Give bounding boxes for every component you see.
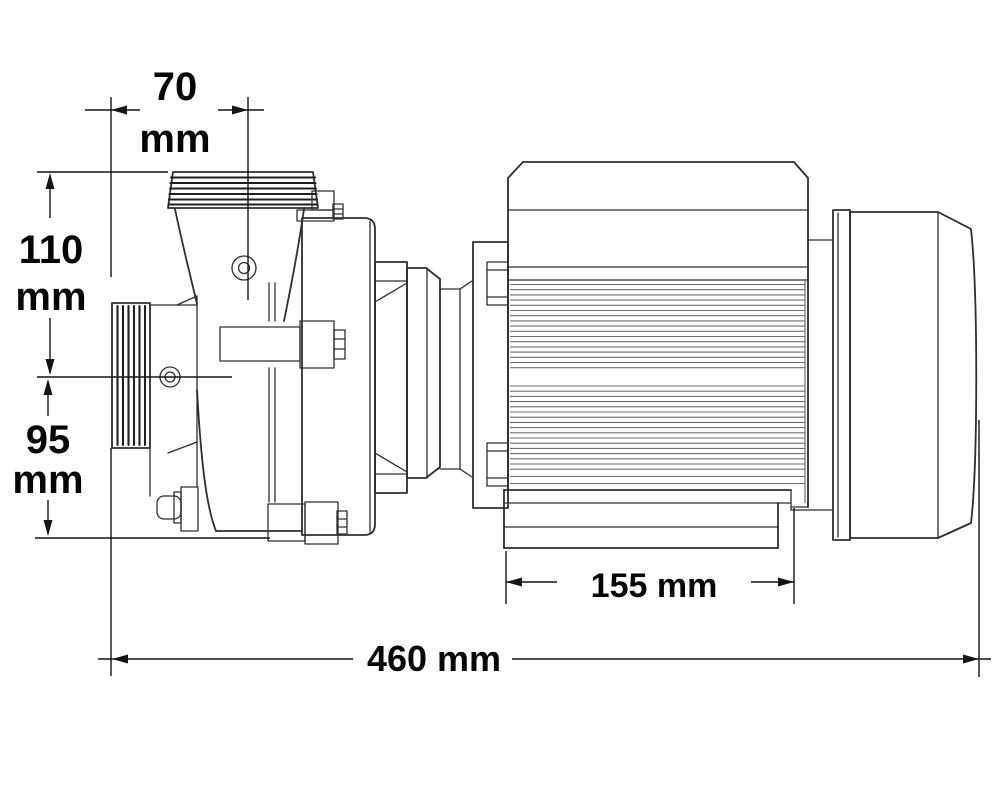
adapter-section	[374, 261, 473, 494]
dimension-70mm: 70 mm	[85, 65, 264, 161]
dimension-110-unit: mm	[15, 275, 86, 319]
dimension-460mm: 460 mm	[98, 638, 991, 679]
dimension-110mm: 110 mm	[15, 173, 87, 375]
dimension-70-unit: mm	[139, 117, 210, 161]
dimension-155-value: 155 mm	[591, 567, 718, 605]
drain-plug	[156, 486, 199, 532]
rear-flange-plate	[832, 209, 851, 541]
housing-plate	[301, 217, 376, 536]
adapter-neck	[439, 280, 473, 478]
extension-lines	[35, 97, 980, 677]
dimension-95-unit: mm	[12, 458, 83, 502]
front-threaded-port	[111, 302, 151, 449]
upper-mounting-bolt	[219, 320, 346, 369]
end-cap	[849, 211, 978, 539]
port-flange-plate	[149, 295, 198, 497]
dimension-95-value: 95	[26, 418, 71, 462]
dimension-95mm: 95 mm	[12, 379, 84, 536]
motor	[472, 161, 978, 549]
port-bracket	[296, 190, 344, 222]
volute-body	[167, 208, 305, 532]
lower-mounting-bolt	[267, 501, 348, 545]
dimension-155mm: 155 mm	[506, 567, 794, 605]
motor-front-flange	[472, 241, 509, 509]
motor-cooling-fins	[510, 283, 805, 485]
dimension-460-value: 460 mm	[367, 638, 501, 679]
dimension-70-value: 70	[153, 65, 198, 109]
volute-screw	[231, 255, 257, 281]
wet-end	[111, 171, 348, 545]
dimension-110-value: 110	[19, 228, 84, 272]
motor-body	[507, 161, 809, 508]
top-threaded-port	[167, 171, 319, 209]
motor-base	[503, 489, 792, 549]
